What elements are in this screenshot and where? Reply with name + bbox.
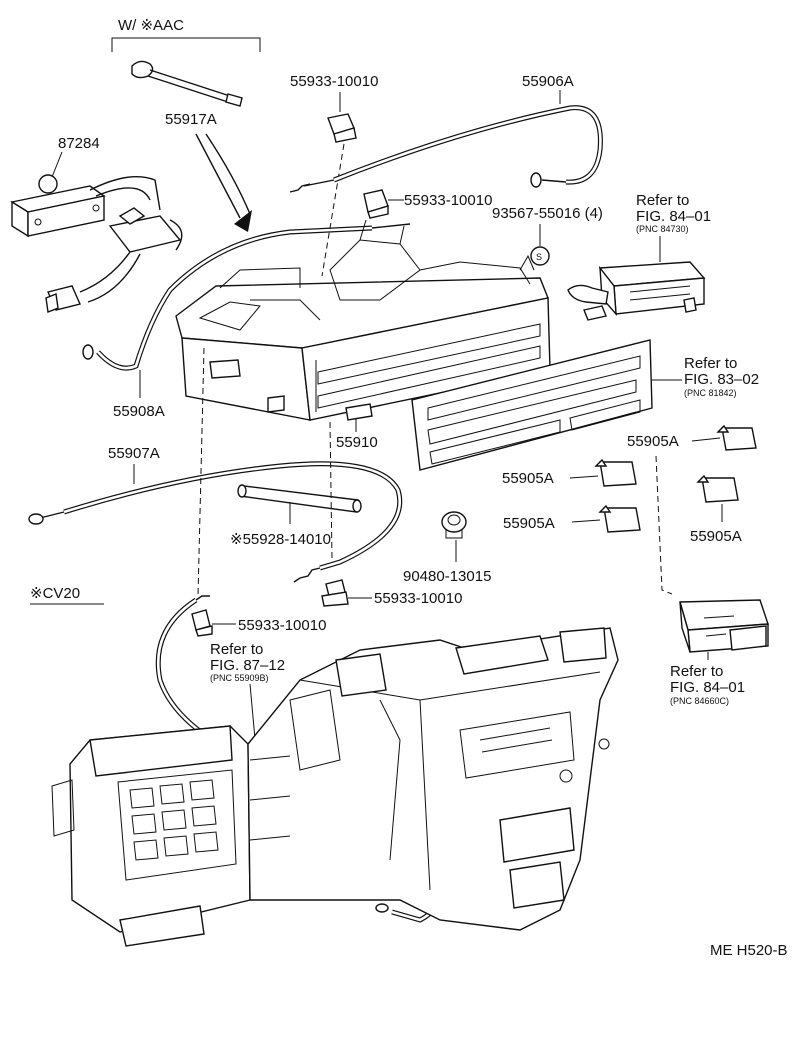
ref1-line1: Refer to [636, 192, 689, 209]
label-55933-left: 55933-10010 [238, 617, 326, 634]
leader-55905A-2 [569, 475, 599, 479]
label-55907A: 55907A [108, 445, 160, 462]
label-55917A: 55917A [165, 111, 217, 128]
cable-55908A [82, 223, 411, 371]
relay-87284 [10, 174, 183, 313]
aac-bracket [111, 37, 261, 52]
label-55933-top: 55933-10010 [290, 73, 378, 90]
label-55905A-2: 55905A [502, 470, 554, 487]
screw-symbol: S [536, 252, 542, 262]
knob-55905A-3 [696, 474, 739, 503]
bezel-83-02 [411, 339, 653, 471]
hose-55928 [237, 484, 362, 513]
cable-55907A [28, 461, 403, 583]
label-87284: 87284 [58, 135, 100, 152]
cv20-label: ※CV20 [30, 585, 80, 602]
label-55906A: 55906A [522, 73, 574, 90]
label-55933-low: 55933-10010 [374, 590, 462, 607]
label-90480: 90480-13015 [403, 568, 491, 585]
knob-55905A-2 [594, 458, 637, 487]
label-93567: 93567-55016 (4) [492, 205, 603, 222]
clip-55933-low [321, 579, 349, 607]
variant-label: W/ ※AAC [118, 17, 184, 34]
dash-line-2 [329, 421, 333, 561]
ref3-line1: Refer to [210, 641, 263, 658]
ref4-line1: Refer to [670, 663, 723, 680]
leader-55905A-1 [691, 437, 721, 442]
label-55908A: 55908A [113, 403, 165, 420]
dash-line-3 [197, 347, 205, 597]
dash-line-1 [321, 143, 345, 277]
ref1-line2: FIG. 84–01 [636, 208, 711, 225]
switch-84-01-lower [679, 599, 769, 653]
label-55910: 55910 [336, 434, 378, 451]
knob-55905A-1 [716, 424, 757, 451]
ref2-line2: FIG. 83–02 [684, 371, 759, 388]
sensor-55917A [131, 60, 243, 107]
leader-55905A-4 [571, 519, 601, 523]
dash-line-switch [655, 455, 673, 595]
bulb-90480 [441, 511, 467, 539]
ref3-line2: FIG. 87–12 [210, 657, 285, 674]
control-assy-55910 [175, 219, 551, 421]
screw-93567 [530, 246, 550, 266]
ref2-line1: Refer to [684, 355, 737, 372]
ref4-pnc: (PNC 84660C) [670, 696, 729, 706]
label-55928: ※55928-14010 [230, 531, 331, 548]
switch-84-01 [567, 261, 706, 321]
clip-55933-mid [363, 189, 389, 219]
label-55933-mid: 55933-10010 [404, 192, 492, 209]
label-55905A-1: 55905A [627, 433, 679, 450]
ref1-pnc: (PNC 84730) [636, 224, 689, 234]
ref3-pnc: (PNC 55909B) [210, 673, 269, 683]
ref2-pnc: (PNC 81842) [684, 388, 737, 398]
knob-55905A-4 [598, 504, 641, 533]
arrow-55917A [195, 133, 252, 232]
label-55905A-4: 55905A [503, 515, 555, 532]
cable-55906A [289, 105, 603, 193]
clip-55933-top [327, 113, 357, 143]
heater-unit [51, 627, 619, 947]
drawing-code: ME H520-B [710, 942, 788, 959]
label-55905A-3: 55905A [690, 528, 742, 545]
ref4-line2: FIG. 84–01 [670, 679, 745, 696]
clip-55933-left [191, 609, 213, 637]
